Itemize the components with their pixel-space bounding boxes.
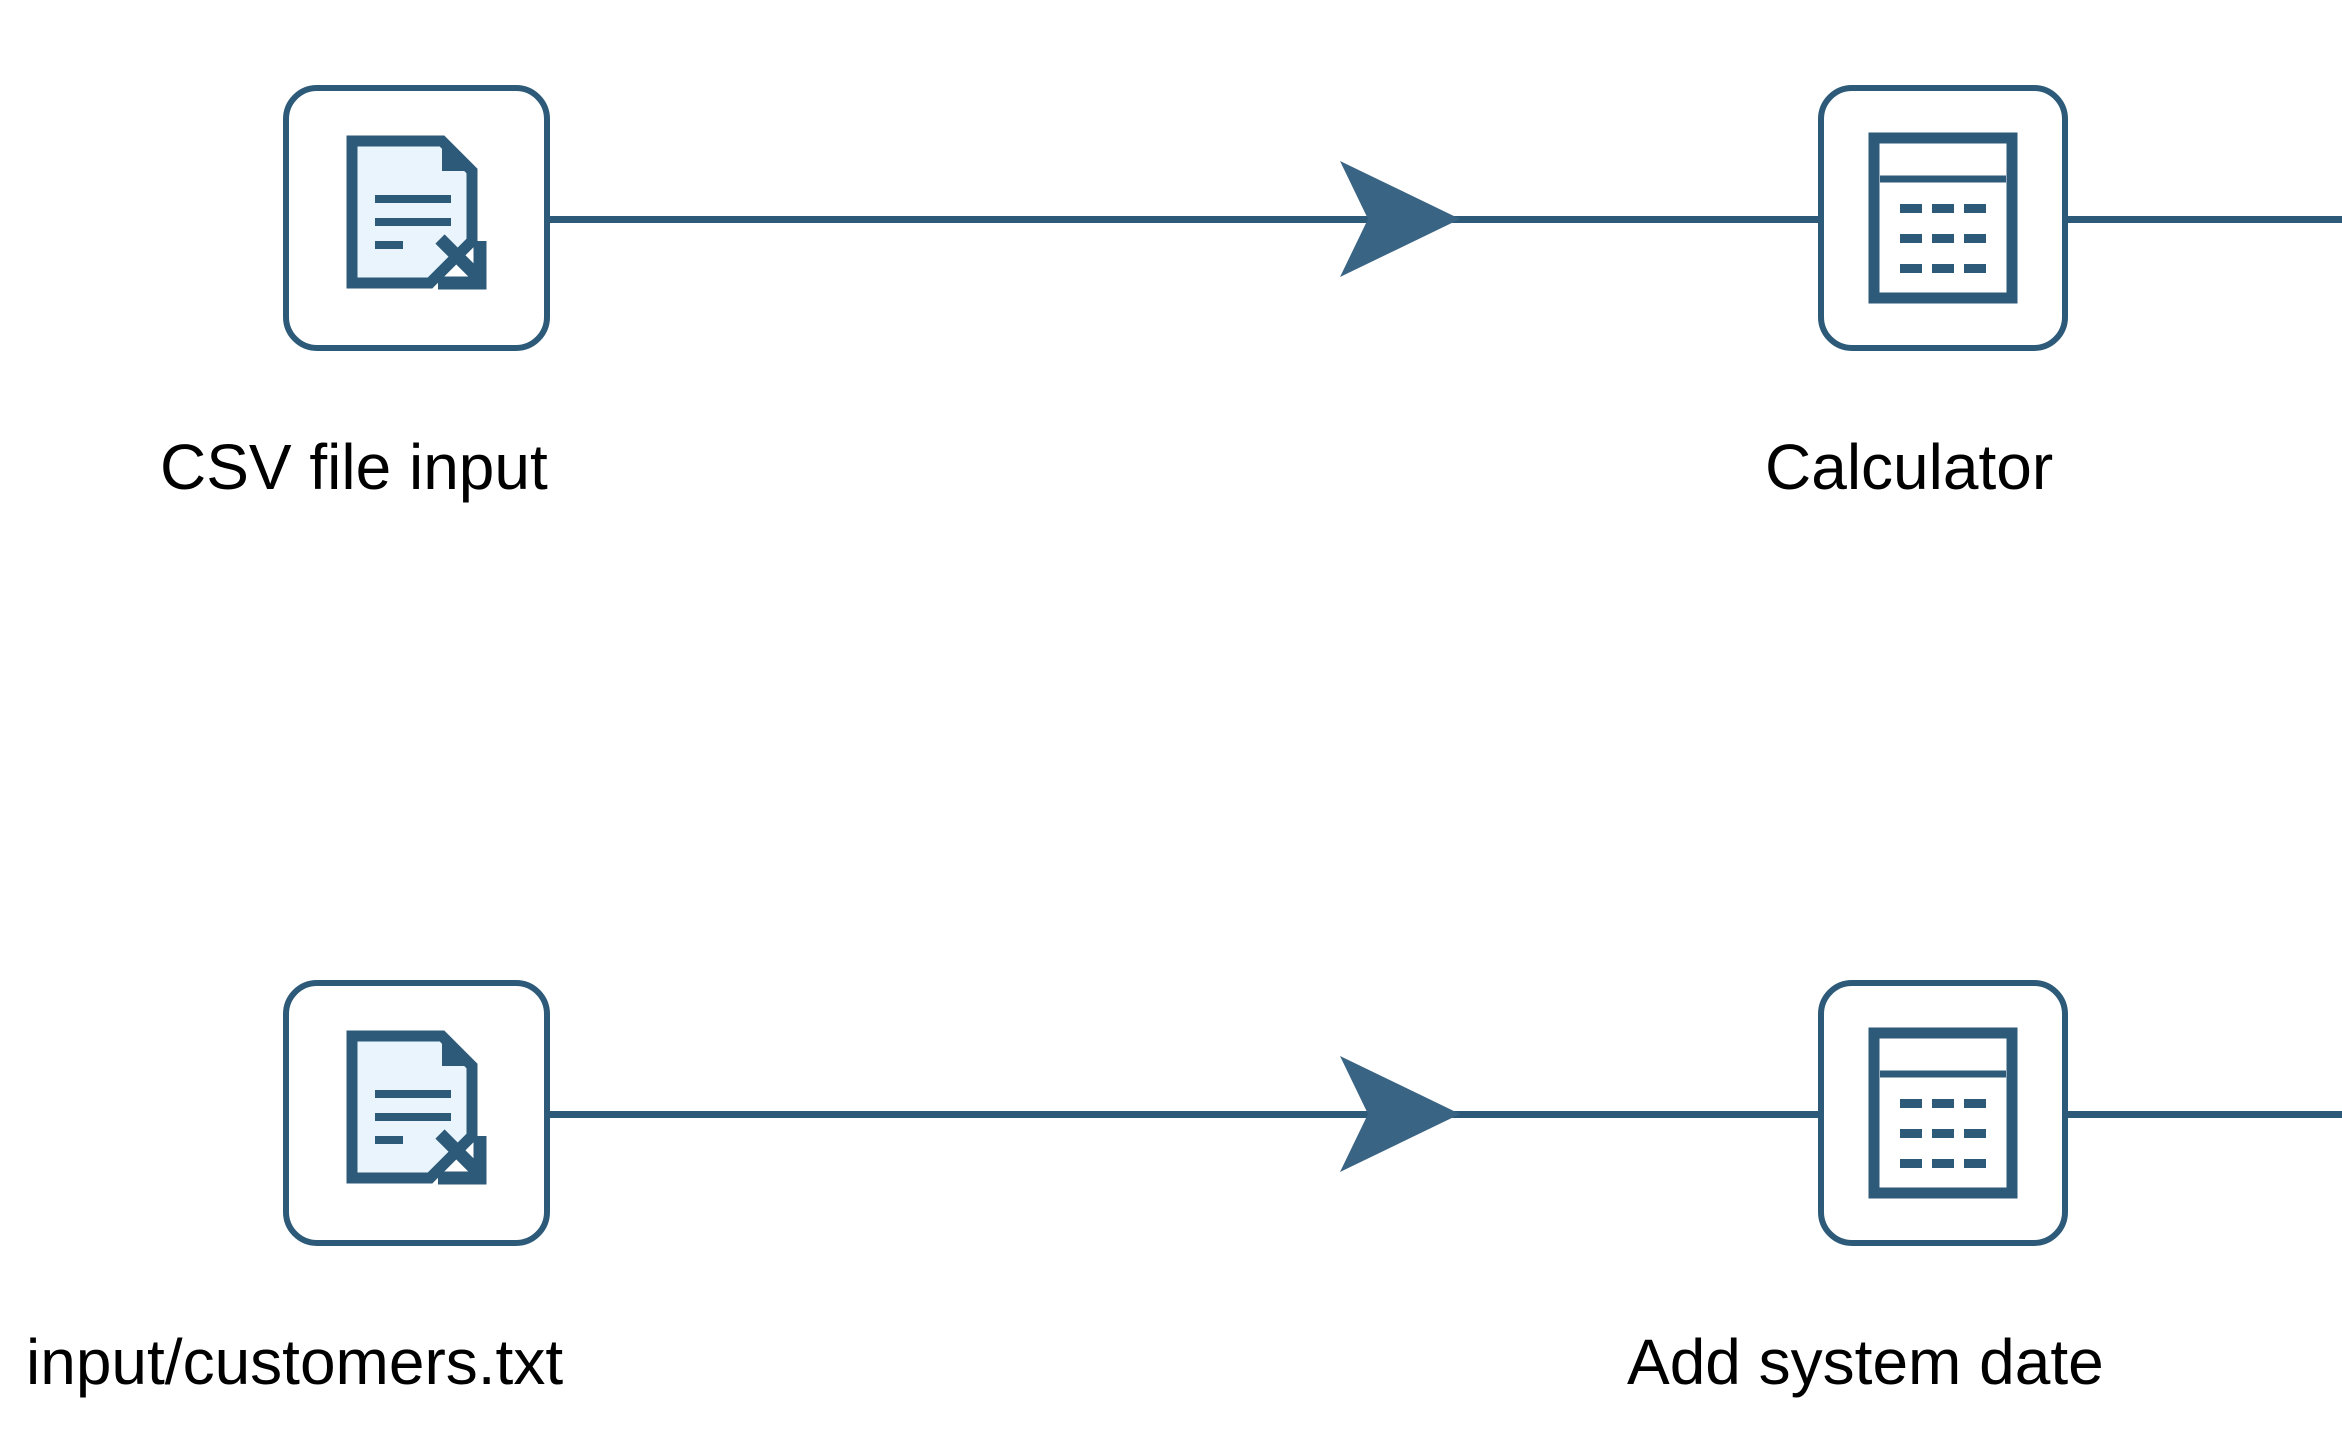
calculator-icon bbox=[1824, 986, 2062, 1240]
node-label-calculator: Calculator bbox=[1765, 431, 2054, 503]
edge-customers-to-add-system-date-arrowhead bbox=[1338, 1054, 1462, 1174]
node-label-csv-file-input: CSV file input bbox=[160, 431, 548, 503]
edge-csv-to-calculator-arrowhead bbox=[1338, 159, 1462, 279]
edge-csv-to-calculator-line bbox=[550, 216, 1818, 223]
edge-calculator-to-offscreen-line bbox=[2068, 216, 2342, 223]
edge-add-system-date-to-offscreen-line bbox=[2068, 1111, 2342, 1118]
node-label-input-customers-txt: input/customers.txt bbox=[26, 1326, 564, 1398]
node-label-add-system-date: Add system date bbox=[1627, 1326, 2104, 1398]
file-input-icon bbox=[289, 986, 544, 1240]
edge-customers-to-add-system-date-line bbox=[550, 1111, 1818, 1118]
node-input-customers-txt[interactable] bbox=[283, 980, 550, 1246]
node-calculator[interactable] bbox=[1818, 85, 2068, 351]
calculator-icon bbox=[1824, 91, 2062, 345]
node-add-system-date[interactable] bbox=[1818, 980, 2068, 1246]
node-csv-file-input[interactable] bbox=[283, 85, 550, 351]
file-input-icon bbox=[289, 91, 544, 345]
